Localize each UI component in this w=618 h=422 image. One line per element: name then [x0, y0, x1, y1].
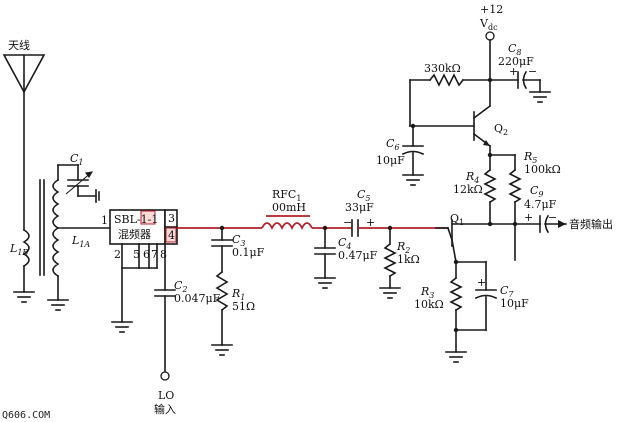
rfc-label: RFC1	[272, 188, 301, 203]
c2-label: C2	[174, 279, 188, 294]
r1-value: 51Ω	[232, 300, 255, 313]
mixer-label-line2: 混频器	[118, 227, 151, 241]
r4-value: 12kΩ	[453, 183, 483, 196]
r4-label: R4	[465, 170, 479, 185]
r3-label: R3	[420, 285, 434, 300]
c1-label: C1	[70, 152, 84, 167]
mixer-pin6: 6	[143, 248, 150, 261]
mixer-pin7: 7	[151, 248, 158, 261]
antenna-label: 天线	[8, 38, 30, 52]
c8-minus: −	[528, 65, 537, 78]
antenna-symbol	[2, 54, 46, 303]
c7-plus: +	[477, 276, 486, 289]
mixer-sbl-1-1	[109, 209, 178, 381]
c7-value: 10μF	[500, 297, 529, 310]
r2-label: R2	[396, 240, 410, 255]
c9-minus: −	[548, 211, 557, 224]
mixer-pin8: 8	[160, 248, 167, 261]
r3-value: 10kΩ	[414, 298, 444, 311]
lo-label-line2: 输入	[154, 402, 176, 416]
c8-plus: +	[509, 65, 518, 78]
c7-label: C7	[500, 284, 514, 299]
mixer-label-line1: SBL-1-1	[114, 213, 158, 226]
q2-label: Q2	[494, 122, 508, 137]
rfc-value: 00mH	[272, 201, 306, 214]
mixer-pin5: 5	[133, 248, 140, 261]
r5-value: 100kΩ	[524, 163, 561, 176]
c6-label: C6	[386, 137, 400, 152]
watermark-text: Q606.COM	[2, 410, 50, 421]
q1-transistor	[435, 219, 498, 363]
audio-output-label: 音频输出	[569, 217, 613, 231]
mixer-pin4: 4	[168, 229, 175, 242]
bias-resistor-value: 330kΩ	[424, 62, 461, 75]
vcc-value: +12	[480, 3, 503, 16]
c3-r1-branch	[211, 227, 233, 356]
r5-label: R5	[523, 150, 537, 165]
r2-value: 1kΩ	[397, 253, 420, 266]
c3-value: 0.1μF	[232, 246, 265, 259]
c4-label: C4	[338, 236, 352, 251]
l1b-label: L1B	[9, 242, 28, 257]
c3-label: C3	[232, 233, 246, 248]
q2-stage	[401, 31, 567, 261]
r1-label: R1	[231, 287, 245, 302]
c6-value: 10μF	[376, 154, 405, 167]
c5-minus: −	[343, 216, 352, 229]
q1-label: Q1	[450, 212, 464, 227]
l1a-label: L1A	[71, 234, 90, 249]
c8-value: 220μF	[498, 55, 534, 68]
vcc-label: Vdc	[479, 17, 498, 32]
c2-value: 0.047μF	[174, 292, 221, 305]
lo-label-line1: LO	[158, 389, 174, 402]
mixer-pin2: 2	[114, 248, 121, 261]
r2-branch	[379, 227, 401, 299]
c9-value: 4.7μF	[524, 198, 557, 211]
c4-value: 0.47μF	[338, 249, 378, 262]
c5-value: 33μF	[345, 201, 374, 214]
mixer-pin1: 1	[101, 214, 108, 227]
c4-branch	[314, 227, 336, 289]
if-signal-line	[177, 215, 448, 237]
l1a-tuned-circuit	[39, 164, 111, 311]
c5-plus: +	[366, 216, 375, 229]
mixer-pin3: 3	[168, 212, 175, 225]
c5-label: C5	[357, 188, 371, 203]
c8-label: C8	[508, 42, 522, 57]
c9-plus: +	[524, 211, 533, 224]
c9-label: C9	[530, 184, 544, 199]
